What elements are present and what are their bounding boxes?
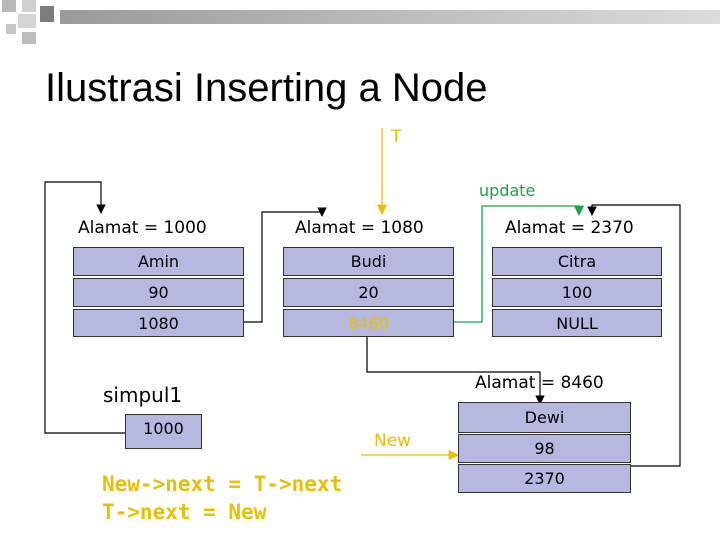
- node1-value-cell: 90: [73, 278, 244, 307]
- node3-name-cell: Citra: [492, 247, 662, 276]
- simpul-to-node1-line: [44, 181, 125, 434]
- newnode-name-cell: Dewi: [458, 402, 631, 433]
- node2-next-cell: 8460: [283, 309, 454, 337]
- node1-address: Alamat = 1000: [78, 218, 207, 238]
- update-line: [454, 205, 585, 323]
- simpul-value-cell: 1000: [125, 414, 202, 449]
- header-bar: [60, 10, 720, 24]
- node1-next-cell: 1080: [73, 309, 244, 337]
- deco-square-3: [40, 6, 54, 22]
- newnode-next-cell: 2370: [458, 464, 631, 493]
- node2-address: Alamat = 1080: [295, 218, 424, 238]
- update-pointer-label: update: [479, 181, 536, 200]
- node2-name-cell: Budi: [283, 247, 454, 276]
- node3-address: Alamat = 2370: [505, 218, 634, 238]
- node3-value-cell: 100: [492, 278, 662, 307]
- page-title: Ilustrasi Inserting a Node: [45, 66, 488, 110]
- node2-value-cell: 20: [283, 278, 454, 307]
- new-pointer-label: New: [374, 431, 412, 451]
- deco-square-5: [6, 24, 16, 34]
- newnode-value-cell: 98: [458, 434, 631, 463]
- deco-square-6: [22, 32, 36, 44]
- newnode-address: Alamat = 8460: [475, 373, 604, 393]
- newnode-to-node3-line: [587, 204, 681, 467]
- simpul-label: simpul1: [103, 383, 183, 407]
- deco-square-2: [22, 0, 36, 12]
- deco-square-1: [2, 0, 16, 12]
- node2-to-newnode-line: [366, 334, 545, 405]
- node1-to-node2-line: [243, 207, 327, 323]
- node1-name-cell: Amin: [73, 247, 244, 276]
- deco-square-4: [18, 14, 36, 28]
- t-pointer-label: T: [391, 127, 402, 147]
- code-line-2: T->next = New: [102, 500, 267, 524]
- node3-next-cell: NULL: [492, 309, 662, 337]
- code-line-1: New->next = T->next: [102, 472, 343, 496]
